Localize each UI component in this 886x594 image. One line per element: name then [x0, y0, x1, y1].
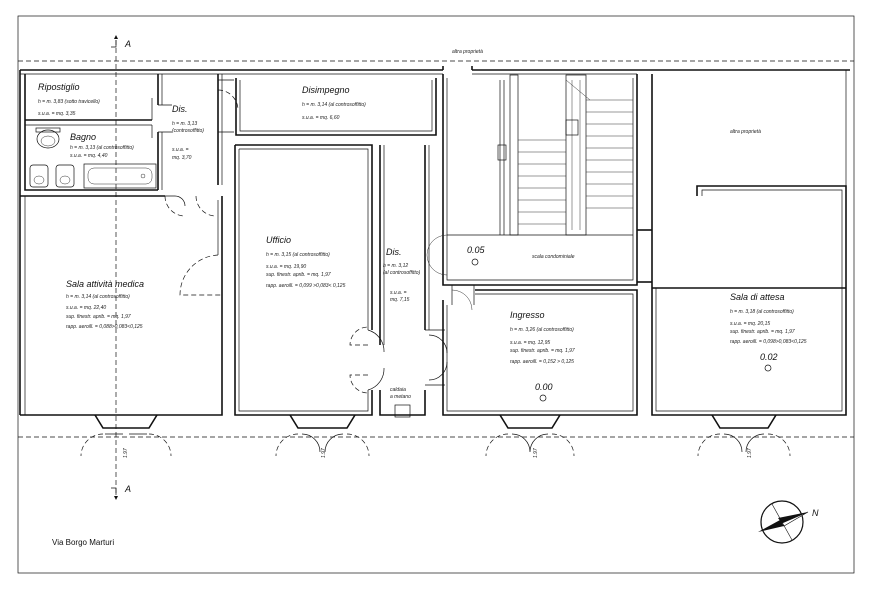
ingresso-sua: s.u.a. = mq. 12,95 — [510, 340, 550, 346]
window-tag-2: 1.97 — [321, 448, 327, 458]
facade-windows — [80, 414, 791, 457]
dis1-name: Dis. — [172, 104, 188, 114]
disimpegno-h: h = m. 3,14 (al controsoffitto) — [302, 102, 366, 108]
level-attesa-marker — [764, 364, 772, 372]
section-marker-top: A — [111, 35, 131, 49]
ufficio-name: Ufficio — [266, 235, 291, 245]
window-tag-1: 1.97 — [123, 448, 129, 458]
sala-medica-fin: sup. finestr. aprib. = mq. 1,97 — [66, 314, 131, 320]
north-compass-icon — [758, 500, 809, 544]
bagno-h: h = m. 3,13 (al controsoffitto) — [70, 145, 134, 151]
window-tag-4: 1.97 — [747, 448, 753, 458]
street-name: Via Borgo Marturi — [52, 538, 114, 547]
stair-label: scala condominiale — [532, 254, 575, 260]
dis2-h: h = m. 3,12 — [383, 263, 408, 269]
sala-medica-rapp: rapp. aeroill. = 0,088>0,083<0,125 — [66, 324, 143, 330]
level-stair: 0.05 — [467, 245, 486, 255]
sheet-border — [17, 15, 855, 574]
bathroom-fixtures — [29, 127, 157, 189]
ripostiglio-name: Ripostiglio — [38, 82, 80, 92]
dis2-h2: (al controsoffitto) — [383, 270, 421, 276]
ingresso-fin: sup. finestr. aprib. = mq. 1,97 — [510, 348, 575, 354]
walls — [19, 66, 850, 416]
ingresso-rapp: rapp. aeroill. = 0,152 > 0,125 — [510, 359, 574, 365]
stairs — [447, 74, 633, 236]
boiler-label-line2: a metano — [390, 394, 411, 400]
bagno-name: Bagno — [70, 132, 96, 142]
sala-attesa-fin: sup. finestr. aprib. = mq. 1,97 — [730, 329, 795, 335]
ripostiglio-sua: s.u.a. = mq. 3,35 — [38, 111, 76, 117]
dis1-h2: (controsoffitto) — [172, 128, 204, 134]
level-ingresso-marker — [539, 394, 547, 402]
doors — [151, 79, 475, 394]
sala-attesa-name: Sala di attesa — [730, 292, 785, 302]
ingresso-h: h = m. 3,26 (al controsoffitto) — [510, 327, 574, 333]
ufficio-h: h = m. 3,15 (al controsoffitto) — [266, 252, 330, 258]
neighbor-right-label: altra proprietà — [730, 129, 761, 135]
level-ingresso: 0.00 — [535, 382, 553, 392]
dis1-h: h = m. 3,13 — [172, 121, 197, 127]
sala-attesa-rapp: rapp. aeroill. = 0,098>0,083<0,125 — [730, 339, 807, 345]
dis1-sua: s.u.a. = — [172, 147, 189, 153]
ufficio-rapp: rapp. aeroill. = 0,099 >0,083< 0,125 — [266, 283, 346, 289]
boiler-symbol — [394, 404, 411, 418]
level-attesa: 0.02 — [760, 352, 778, 362]
ripostiglio-h: h = m. 3,83 (sotto travicello) — [38, 99, 100, 105]
sala-medica-h: h = m. 3,14 (al controsoffitto) — [66, 294, 130, 300]
section-marker-top-label: A — [124, 39, 131, 49]
sala-medica-sua: s.u.a. = mq. 22,40 — [66, 305, 106, 311]
bagno-sua: s.u.a. = mq. 4,40 — [70, 153, 108, 159]
section-marker-bottom: A — [111, 484, 131, 500]
window-tag-3: 1.97 — [533, 448, 539, 458]
dis2-sua2: mq. 7,15 — [390, 297, 410, 303]
sala-attesa-h: h = m. 3,18 (al controsoffitto) — [730, 309, 794, 315]
section-marker-bottom-label: A — [124, 484, 131, 494]
ufficio-fin: sup. finestr. aprib. = mq. 1,97 — [266, 272, 331, 278]
dis2-sua: s.u.a. = — [390, 290, 407, 296]
disimpegno-name: Disimpegno — [302, 85, 350, 95]
boiler-label-line1: caldaia — [390, 387, 406, 393]
ufficio-sua: s.u.a. = mq. 19,90 — [266, 264, 306, 270]
north-label: N — [812, 508, 819, 518]
sala-attesa-sua: s.u.a. = mq. 20,15 — [730, 321, 770, 327]
level-stair-marker — [471, 258, 479, 266]
sala-medica-name: Sala attività medica — [66, 279, 144, 289]
dis1-sua2: mq. 3,70 — [172, 155, 192, 161]
dis2-name: Dis. — [386, 247, 402, 257]
disimpegno-sua: s.u.a. = mq. 6,60 — [302, 115, 340, 121]
neighbor-top-label: altra proprietà — [452, 49, 483, 55]
ingresso-name: Ingresso — [510, 310, 545, 320]
